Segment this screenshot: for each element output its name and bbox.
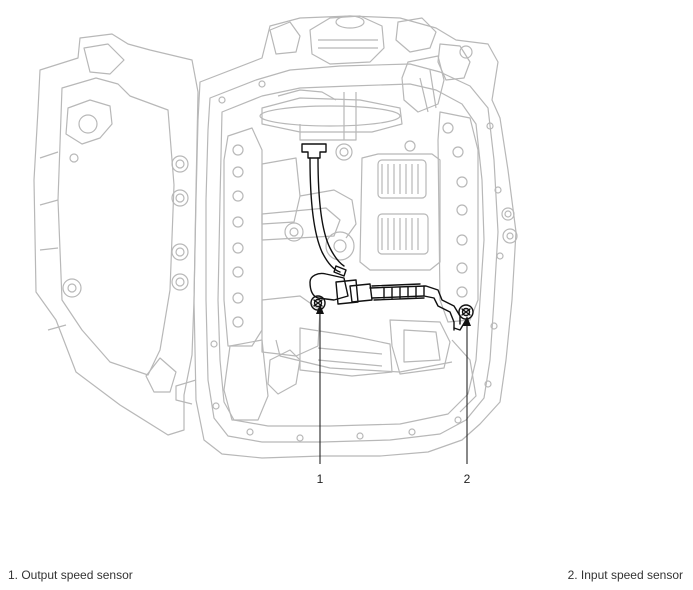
callout-2: 2	[463, 316, 471, 486]
callout-1: 1	[316, 304, 324, 486]
callout-1-arrowhead	[316, 304, 324, 314]
callout-2-arrowhead	[463, 316, 471, 326]
callout-2-number: 2	[464, 472, 471, 486]
speed-sensor-harness	[301, 143, 474, 331]
transmission-housing	[33, 15, 518, 459]
legend-input-speed-sensor: 2. Input speed sensor	[567, 568, 683, 582]
callout-1-number: 1	[317, 472, 324, 486]
legend-output-speed-sensor: 1. Output speed sensor	[8, 568, 133, 582]
